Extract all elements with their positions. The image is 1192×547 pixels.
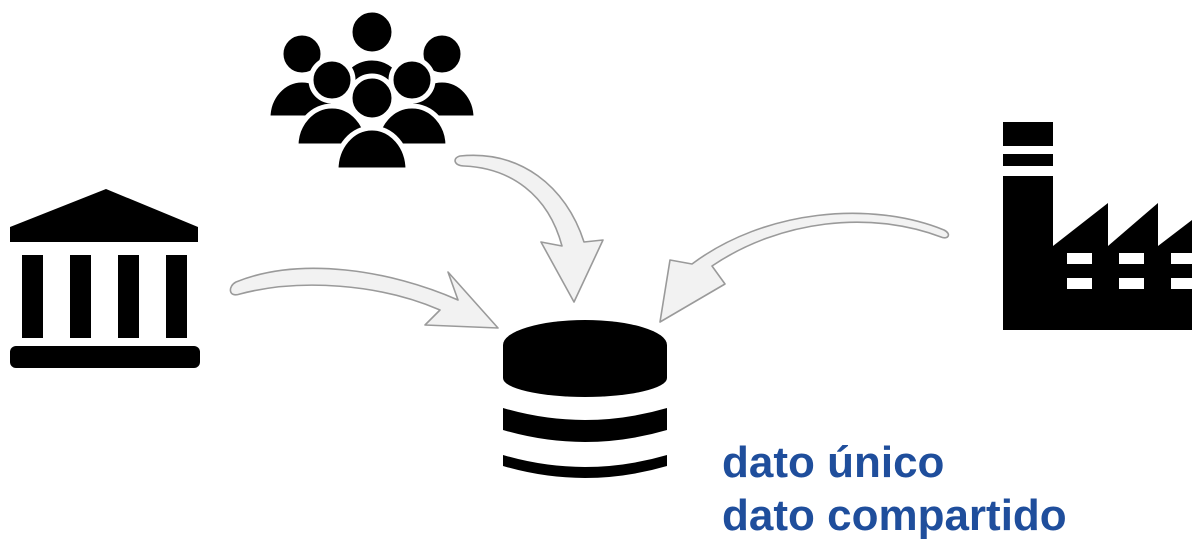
database-icon xyxy=(503,320,667,478)
arrow-from-government xyxy=(229,267,499,329)
crowd-people-icon xyxy=(265,7,479,173)
arrow-from-industry xyxy=(659,212,950,323)
caption-dato-compartido: dato compartido xyxy=(722,491,1067,540)
caption-dato-unico: dato único xyxy=(722,438,945,487)
factory-icon xyxy=(1003,122,1192,330)
arrow-from-people xyxy=(454,154,604,303)
bank-building-icon xyxy=(10,189,200,368)
person-icon xyxy=(333,73,411,173)
